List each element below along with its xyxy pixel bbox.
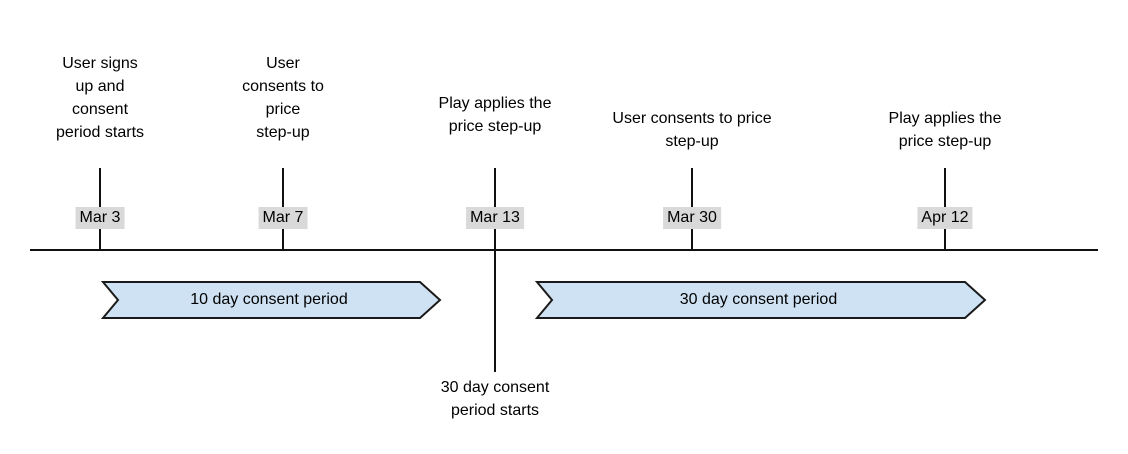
- event-date-mar7: Mar 7: [258, 207, 308, 229]
- event-label-mar30: User consents to price step-up: [612, 110, 772, 150]
- period-label-10-day: 10 day consent period: [190, 291, 348, 308]
- chevron-arrow-shape: [534, 281, 987, 319]
- event-date-mar3: Mar 3: [75, 207, 125, 229]
- event-label-mar7: User consents to price step-up: [242, 55, 324, 141]
- event-below-label-mar13: 30 day consent period starts: [440, 379, 550, 419]
- timeline-axis: [30, 249, 1098, 251]
- period-banner-10-day: 10 day consent period: [100, 281, 442, 319]
- period-banner-30-day: 30 day consent period: [534, 281, 987, 319]
- period-label-30-day: 30 day consent period: [679, 291, 838, 308]
- event-label-mar13: Play applies the price step-up: [438, 95, 552, 135]
- event-tick-mar13-below: [494, 250, 496, 372]
- event-label-apr12: Play applies the price step-up: [888, 110, 1002, 150]
- event-label-mar3: User signs up and consent period starts: [55, 55, 145, 141]
- event-date-apr12: Apr 12: [917, 207, 973, 229]
- event-date-mar13: Mar 13: [466, 207, 524, 229]
- chevron-arrow-shape: [100, 281, 442, 319]
- event-date-mar30: Mar 30: [663, 207, 721, 229]
